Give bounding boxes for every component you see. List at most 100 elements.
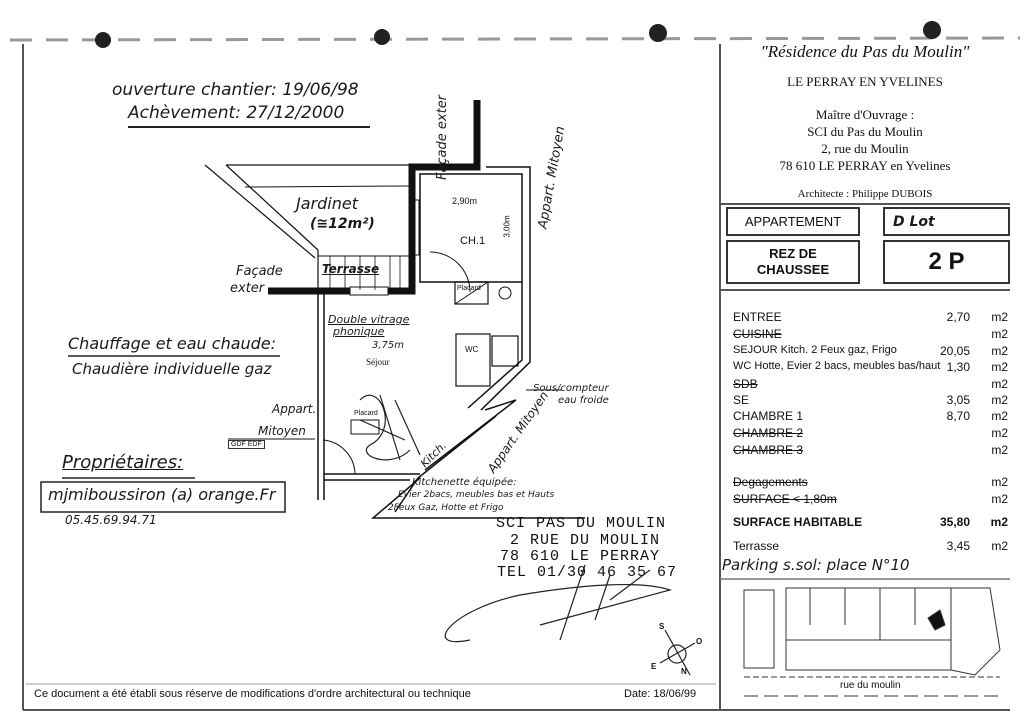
area-label: CUISINE	[733, 327, 782, 341]
stamp-line: 2 RUE DU MOULIN	[510, 532, 661, 549]
area-label: SDB	[733, 377, 758, 391]
bedroom-label: CH.1	[460, 235, 486, 247]
area-row: SURFACE HABITABLE 35,80 m2	[733, 515, 1008, 531]
bedroom-width: 2,90m	[452, 196, 478, 206]
neighbor-left-label: Appart.	[272, 402, 317, 416]
owners-title: Propriétaires:	[62, 452, 184, 473]
facade-top-label: Façade exter	[435, 94, 451, 181]
area-label: SURFACE HABITABLE	[733, 515, 863, 529]
area-label: Terrasse	[733, 539, 780, 553]
area-unit: m2	[991, 377, 1008, 391]
area-value: 1,30	[946, 360, 970, 374]
kitchen-note: Kitchenette équipée:	[412, 477, 517, 488]
area-row: CUISINE m2	[733, 327, 1008, 343]
area-unit: m2	[991, 475, 1008, 489]
garden-label: Jardinet	[296, 194, 358, 213]
area-unit: m2	[991, 344, 1008, 358]
rooms-box: 2 P	[883, 240, 1010, 284]
closet-label: Placard	[354, 410, 378, 417]
heating-value: Chaudière individuelle gaz	[72, 360, 272, 378]
area-unit: m2	[991, 327, 1008, 341]
area-label: CHAMBRE 1	[733, 409, 804, 423]
area-row: SEJOUR Kitch. 2 Feux gaz, Frigo 20,05 m2	[733, 344, 1008, 360]
stamp-line: 78 610 LE PERRAY	[500, 548, 661, 565]
owner-name: SCI du Pas du Moulin	[807, 124, 923, 139]
area-unit: m2	[990, 515, 1008, 529]
area-row: SE 3,05 m2	[733, 393, 1008, 409]
opening-date: ouverture chantier: 19/06/98	[112, 80, 359, 100]
area-label: SURFACE < 1,80m	[733, 492, 837, 506]
area-row: CHAMBRE 2 m2	[733, 426, 1008, 442]
area-unit: m2	[991, 360, 1008, 374]
area-label: SEJOUR Kitch. 2 Feux gaz, Frigo	[733, 344, 897, 356]
living-label: Séjour	[366, 357, 390, 367]
water-meter-label: Sous/compteur	[533, 383, 609, 394]
area-value: 35,80	[939, 515, 970, 529]
area-row: SDB m2	[733, 377, 1008, 393]
city-title: LE PERRAY EN YVELINES	[787, 74, 943, 89]
owner-email[interactable]: mjmiboussiron (a) orange.Fr	[48, 485, 276, 504]
architect: Architecte : Philippe DUBOIS	[797, 188, 933, 200]
walls	[204, 100, 585, 519]
completion-date: Achèvement: 27/12/2000	[128, 103, 345, 123]
residence-title: "Résidence du Pas du Moulin"	[760, 42, 970, 61]
area-unit: m2	[991, 409, 1008, 423]
area-value: 20,05	[939, 344, 970, 358]
compass-e: E	[651, 662, 657, 671]
area-unit: m2	[991, 539, 1008, 553]
terrace-label: Terrasse	[322, 262, 380, 276]
area-label: CHAMBRE 3	[733, 443, 804, 457]
site-plan	[743, 587, 1001, 697]
area-value: 8,70	[946, 409, 970, 423]
wc-label: WC	[465, 345, 479, 354]
area-unit: m2	[991, 393, 1008, 407]
compass-o: O	[696, 637, 703, 646]
glazing-label: Double vitrage	[328, 313, 410, 326]
owner-street: 2, rue du Moulin	[821, 141, 909, 156]
area-row: CHAMBRE 1 8,70 m2	[733, 409, 1008, 425]
area-row: Terrasse 3,45 m2	[733, 539, 1008, 555]
area-row: Degagements m2	[733, 475, 1008, 491]
document-date: Date: 18/06/99	[624, 688, 697, 700]
punch-holes	[95, 21, 941, 48]
living-width: 3,75m	[372, 340, 405, 351]
area-label: Degagements	[733, 475, 808, 489]
area-value: 3,45	[946, 539, 970, 553]
street-label: rue du moulin	[840, 680, 901, 691]
water-meter-label: eau froide	[558, 395, 609, 406]
area-label: WC Hotte, Evier 2 bacs, meubles bas/haut	[733, 360, 941, 372]
parking-note: Parking s.sol: place N°10	[722, 556, 910, 574]
neighbor-left-label: Mitoyen	[258, 424, 306, 438]
bedroom-depth: 3,00m	[502, 215, 512, 238]
area-row: WC Hotte, Evier 2 bacs, meubles bas/haut…	[733, 360, 1008, 376]
area-label: SE	[733, 393, 750, 407]
owner-city: 78 610 LE PERRAY en Yvelines	[779, 158, 951, 173]
closet-label: Placard	[457, 285, 481, 292]
unit-type-box: APPARTEMENT	[726, 207, 860, 236]
heating-title: Chauffage et eau chaude:	[68, 334, 277, 353]
area-unit: m2	[991, 310, 1008, 324]
glazing-label: phonique	[333, 325, 385, 338]
kitchen-note: 2Feux Gaz, Hotte et Frigo	[388, 503, 504, 513]
area-unit: m2	[991, 492, 1008, 506]
owner-title: Maître d'Ouvrage :	[815, 107, 915, 122]
compass-n: N	[681, 667, 687, 676]
compass-icon	[659, 629, 696, 676]
kitchen-note: Evier 2bacs, meubles bas et Hauts	[398, 490, 555, 500]
floor-box: REZ DE CHAUSSEE	[726, 240, 860, 284]
signature	[359, 394, 673, 643]
area-unit: m2	[991, 443, 1008, 457]
area-value: 2,70	[946, 310, 970, 324]
owner-phone: 05.45.69.94.71	[65, 513, 157, 527]
facade-label: Façade	[236, 264, 283, 279]
stamp-line: SCI PAS DU MOULIN	[496, 515, 667, 532]
area-row: SURFACE < 1,80m m2	[733, 492, 1008, 508]
stamp-line: TEL 01/30 46 35 67	[497, 564, 678, 581]
area-unit: m2	[991, 426, 1008, 440]
area-row: CHAMBRE 3 m2	[733, 443, 1008, 459]
punch-hole-edge	[9, 36, 1021, 42]
area-value: 3,05	[946, 393, 970, 407]
area-label: CHAMBRE 2	[733, 426, 804, 440]
